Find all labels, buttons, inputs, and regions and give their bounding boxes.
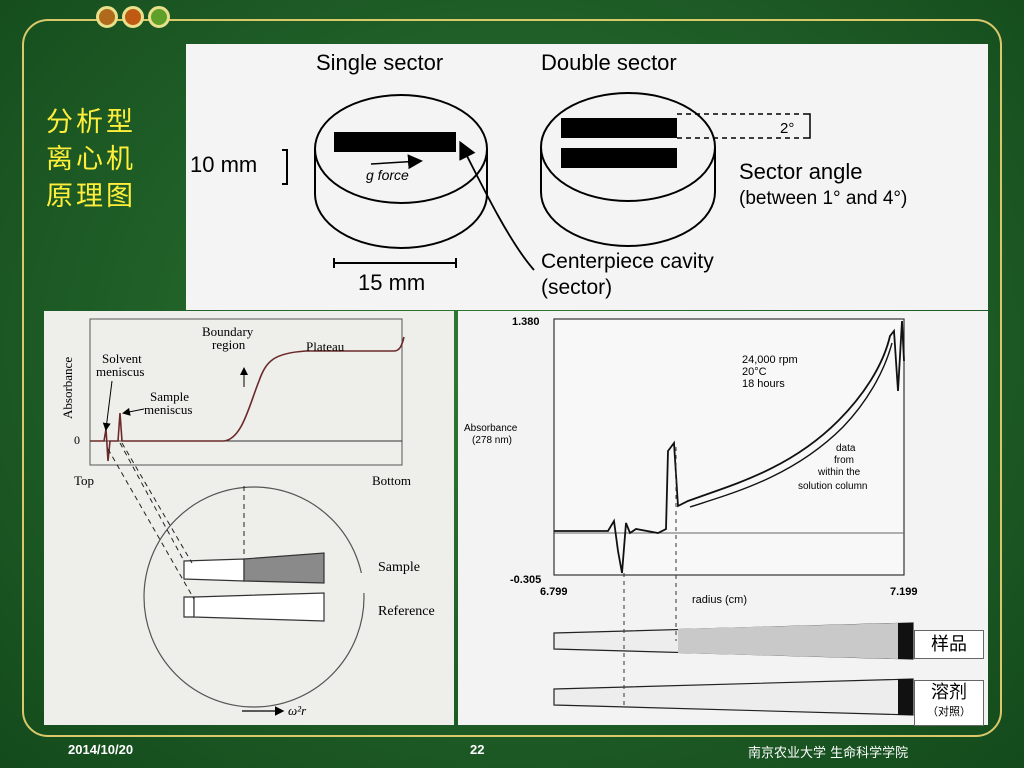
- y-axis-label1: Absorbance: [464, 423, 518, 434]
- omega-label: ω²r: [288, 703, 307, 718]
- width-dimension: [333, 258, 457, 268]
- reference-cell-meniscus: [183, 596, 195, 618]
- g-force-arrow: [370, 154, 423, 170]
- slide-frame: [22, 19, 1002, 737]
- zero-label: 0: [74, 433, 80, 447]
- sample-tag: 样品: [914, 630, 984, 659]
- solvent-meniscus-arrow: [102, 380, 113, 431]
- x-right-label: 7.199: [890, 586, 918, 598]
- height-label: 10 mm: [190, 152, 257, 177]
- slide-title: 分析型 离心机 原理图: [46, 104, 156, 215]
- plot-frame: [89, 318, 403, 466]
- cavity-label-line2: (sector): [541, 276, 612, 299]
- y-axis-label2: (278 nm): [472, 435, 512, 446]
- centerpiece-diagram: Single sector Double sector g force 10 m…: [186, 44, 988, 310]
- dot-icon: [148, 6, 170, 28]
- sector-angle-range: (between 1° and 4°): [739, 188, 907, 209]
- reference-cell: [193, 592, 325, 622]
- y-top-label: 1.380: [512, 316, 540, 328]
- solvent-meniscus-label2: meniscus: [96, 364, 144, 379]
- angle-small-label: 2°: [780, 120, 794, 137]
- solvent-meniscus-label1: Solvent: [102, 351, 142, 366]
- title-line: 原理图: [46, 181, 136, 212]
- y-axis-label: Absorbance: [60, 357, 75, 419]
- double-sector-slot-lower: [561, 148, 677, 168]
- scan-frame: [553, 318, 905, 576]
- double-sector-slot-upper: [561, 118, 677, 138]
- solvent-tag-main: 溶剂: [931, 682, 967, 703]
- sample-label: Sample: [378, 560, 420, 575]
- rotor-disc: [143, 486, 365, 708]
- absorbance-scan-svg: 1.380 -0.305 6.799 7.199 radius (cm) Abs…: [464, 316, 918, 716]
- double-sector-label: Double sector: [541, 50, 677, 75]
- y-bottom-label: -0.305: [510, 574, 541, 586]
- cavity-pointer-arrow: [459, 140, 535, 271]
- bottom-label: Bottom: [372, 473, 411, 488]
- sample-meniscus-label1: Sample: [150, 389, 189, 404]
- cavity-label-line1: Centerpiece cavity: [541, 250, 714, 273]
- boundary-label1: Boundary: [202, 324, 254, 339]
- run-time: 18 hours: [742, 378, 785, 390]
- absorbance-schematic: Absorbance 0 Solvent meniscus Sample men…: [44, 311, 454, 725]
- sample-cell-filled: [243, 552, 325, 584]
- reference-label: Reference: [378, 604, 435, 619]
- sample-meniscus-arrow: [122, 407, 145, 416]
- solvent-tag: 溶剂 （对照）: [914, 680, 984, 726]
- double-sector-cylinder: [540, 92, 716, 247]
- run-temp: 20°C: [742, 366, 767, 378]
- rotor-notch: [356, 573, 366, 593]
- single-sector-slot: [334, 132, 456, 152]
- scan-trace: [554, 320, 905, 574]
- data-note-2: from: [834, 455, 854, 466]
- data-note-4: solution column: [798, 481, 867, 492]
- solvent-tube: [553, 678, 914, 716]
- decorative-dots: [96, 6, 170, 28]
- footer-page-number: 22: [470, 742, 485, 757]
- single-sector-label: Single sector: [316, 50, 443, 75]
- sample-meniscus-label2: meniscus: [144, 402, 192, 417]
- sample-tube-bottom: [898, 623, 913, 659]
- solvent-tag-sub: （对照）: [927, 705, 971, 718]
- dot-icon: [122, 6, 144, 28]
- footer-organization: 南京农业大学 生命科学学院: [748, 746, 909, 761]
- angle-guide-lines: [677, 113, 804, 139]
- data-note-1: data: [836, 443, 856, 454]
- boundary-label2: region: [212, 337, 246, 352]
- dot-icon: [96, 6, 118, 28]
- absorbance-schematic-svg: Absorbance 0 Solvent meniscus Sample men…: [60, 318, 435, 718]
- centerpiece-svg: Single sector Double sector g force 10 m…: [190, 50, 907, 299]
- single-sector-cylinder: [314, 94, 488, 249]
- width-label: 15 mm: [358, 270, 425, 295]
- absorbance-scan: 1.380 -0.305 6.799 7.199 radius (cm) Abs…: [458, 311, 988, 725]
- absorbance-curve: [90, 336, 405, 462]
- sample-tube-solution: [678, 623, 898, 659]
- data-note-3: within the: [817, 467, 861, 478]
- sector-angle-label: Sector angle: [739, 159, 863, 184]
- scan-trace-band: [689, 342, 893, 508]
- solvent-tube-bottom: [898, 679, 913, 715]
- x-left-label: 6.799: [540, 586, 568, 598]
- title-line: 离心机: [46, 144, 136, 175]
- top-label: Top: [74, 473, 94, 488]
- meniscus-projection-lines: [623, 447, 677, 707]
- footer-date: 2014/10/20: [68, 742, 134, 757]
- plateau-label: Plateau: [306, 339, 345, 354]
- title-line: 分析型: [46, 107, 136, 138]
- angle-bracket: [804, 113, 811, 139]
- x-axis-label: radius (cm): [692, 594, 747, 606]
- run-rpm: 24,000 rpm: [742, 354, 798, 366]
- height-bracket: [282, 149, 288, 185]
- g-force-label: g force: [366, 167, 409, 183]
- sample-cell-empty: [183, 558, 245, 582]
